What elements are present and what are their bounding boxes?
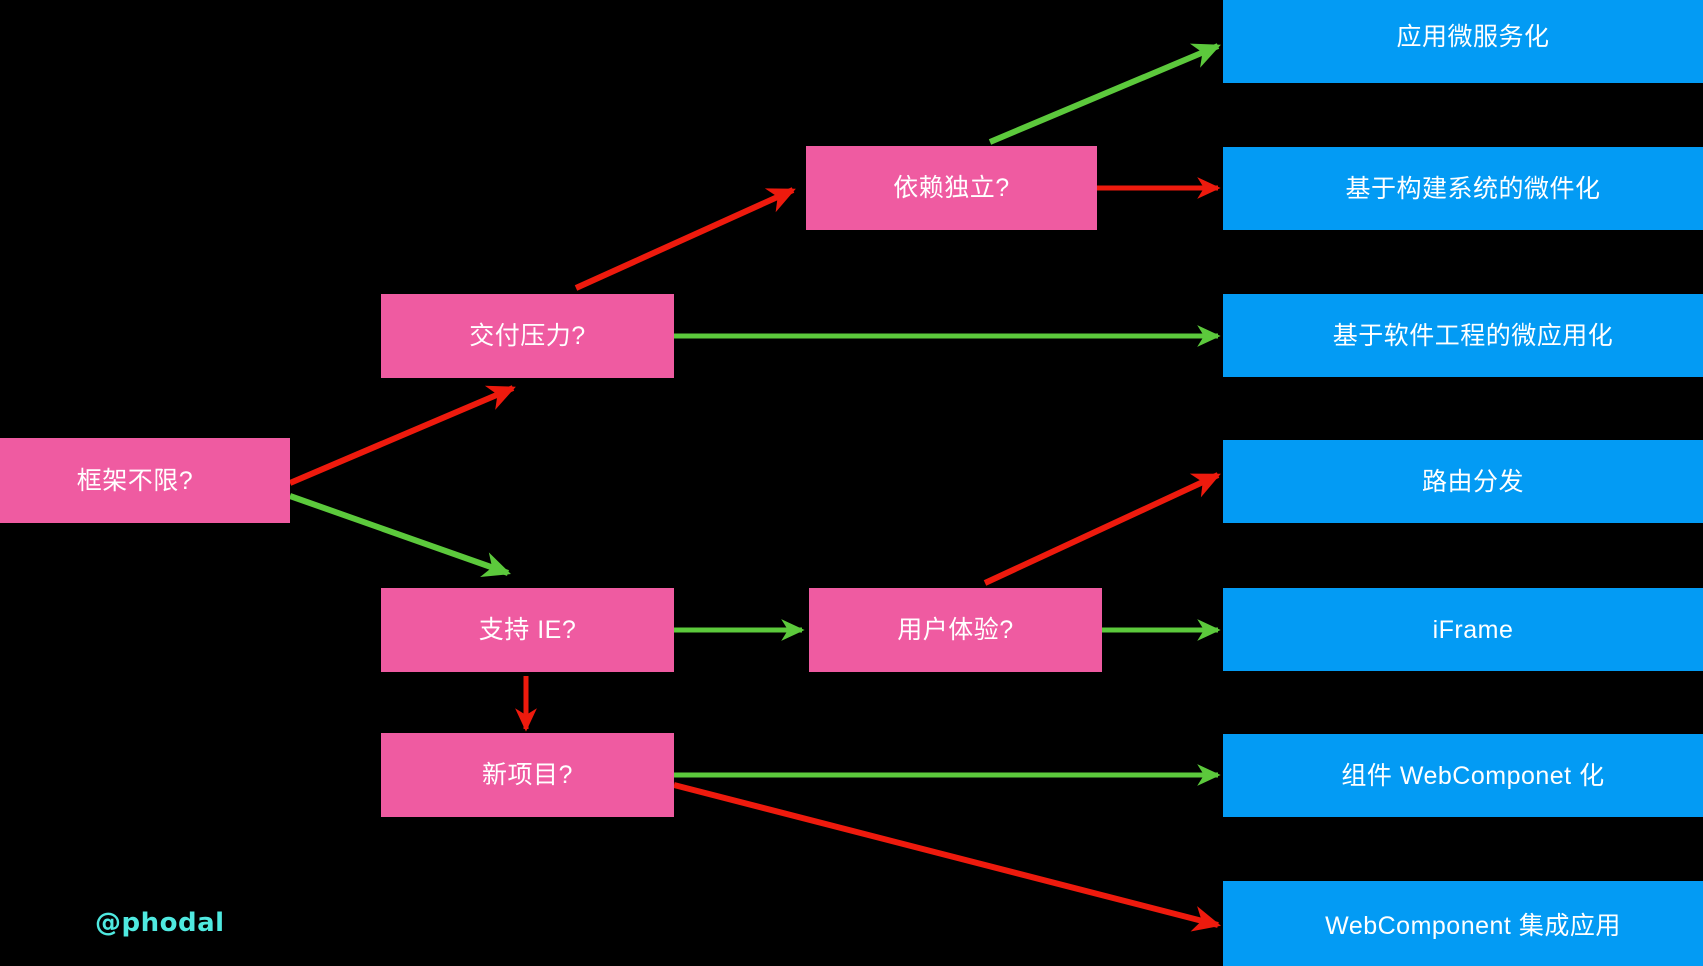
node-buildsystem-label: 基于构建系统的微件化 — [1345, 174, 1601, 203]
node-framework[interactable]: 框架不限? — [0, 438, 290, 523]
node-wcintegration[interactable]: WebComponent 集成应用 — [1223, 881, 1703, 966]
node-delivery-label: 交付压力? — [469, 322, 586, 350]
node-microservice[interactable]: 应用微服务化 — [1223, 0, 1703, 83]
node-softeng[interactable]: 基于软件工程的微应用化 — [1223, 294, 1703, 377]
node-routing-label: 路由分发 — [1421, 467, 1524, 496]
node-buildsystem[interactable]: 基于构建系统的微件化 — [1223, 147, 1703, 230]
edge-framework-to-delivery — [288, 385, 516, 486]
node-iframe-label: iFrame — [1432, 615, 1514, 644]
edge-delivery-to-dependency — [574, 187, 796, 291]
edge-newproj-to-wcintegration — [673, 782, 1222, 932]
node-ie[interactable]: 支持 IE? — [381, 588, 674, 672]
node-ux[interactable]: 用户体验? — [809, 588, 1102, 672]
node-ux-label: 用户体验? — [897, 616, 1014, 644]
node-webcomponent[interactable]: 组件 WebComponet 化 — [1223, 734, 1703, 817]
node-delivery[interactable]: 交付压力? — [381, 294, 674, 378]
edge-framework-to-ie — [289, 493, 511, 578]
node-softeng-label: 基于软件工程的微应用化 — [1332, 321, 1614, 350]
edge-ux-to-routing — [983, 472, 1221, 586]
node-ie-label: 支持 IE? — [478, 616, 577, 644]
node-webcomponent-label: 组件 WebComponet 化 — [1341, 761, 1605, 790]
node-dependency-label: 依赖独立? — [893, 174, 1010, 202]
node-wcintegration-label: WebComponent 集成应用 — [1325, 912, 1621, 940]
node-newproj-label: 新项目? — [482, 761, 573, 789]
watermark-phodal: @phodal — [95, 908, 225, 938]
node-dependency[interactable]: 依赖独立? — [806, 146, 1097, 230]
node-newproj[interactable]: 新项目? — [381, 733, 674, 817]
edge-dependency-to-microservice — [988, 43, 1221, 145]
node-microservice-label: 应用微服务化 — [1396, 22, 1550, 51]
node-framework-label: 框架不限? — [76, 466, 194, 495]
node-iframe[interactable]: iFrame — [1223, 588, 1703, 671]
node-routing[interactable]: 路由分发 — [1223, 440, 1703, 523]
